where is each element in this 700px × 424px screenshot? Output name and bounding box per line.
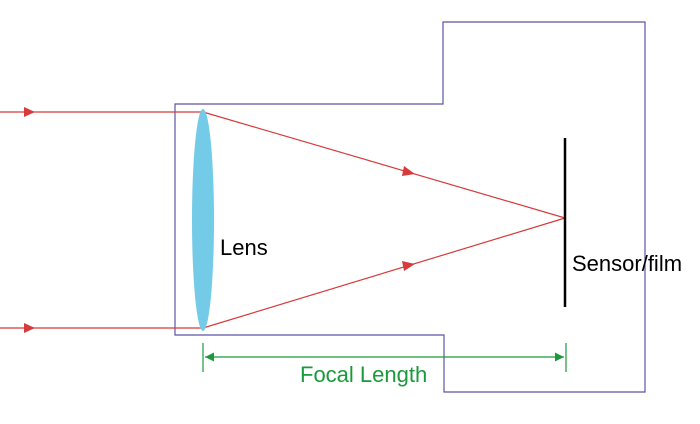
converging-ray-top [202, 111, 566, 219]
camera-body-outline [174, 21, 646, 393]
ray-arrow-bottom-converging [402, 261, 415, 271]
lens-label: Lens [220, 235, 268, 260]
sensor-film-label: Sensor/film [572, 251, 682, 276]
ray-arrow-top-incoming [24, 107, 35, 117]
ray-arrow-top-converging [402, 166, 415, 176]
ray-arrow-bottom-incoming [24, 323, 35, 333]
focal-length-label: Focal Length [300, 362, 427, 387]
lens-shape [192, 109, 214, 331]
converging-ray-bottom [202, 217, 566, 329]
